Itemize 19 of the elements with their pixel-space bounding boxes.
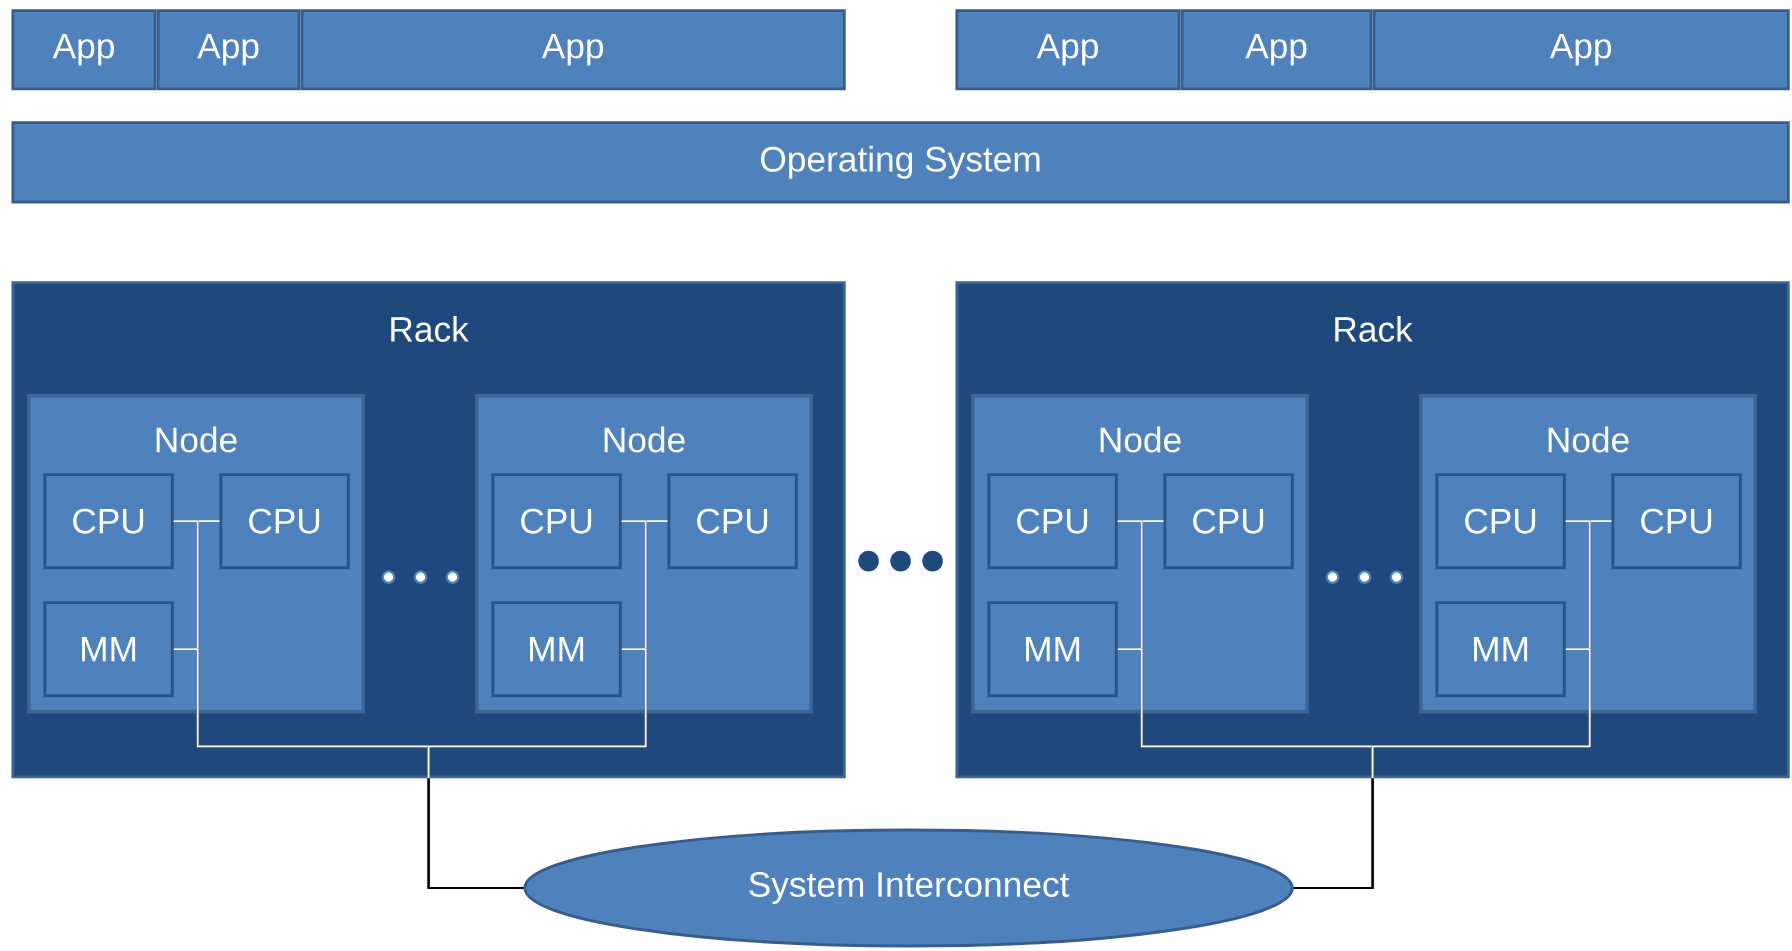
connector-line bbox=[1292, 648, 1591, 889]
component-box: CPU bbox=[1611, 473, 1742, 570]
component-box: CPU bbox=[491, 473, 622, 570]
layer-box: Operating System bbox=[11, 121, 1790, 204]
component-box: MM bbox=[1435, 601, 1566, 698]
component-box: MM bbox=[491, 601, 622, 698]
layer-box: App bbox=[1180, 9, 1373, 91]
layer-box: App bbox=[955, 9, 1181, 91]
component-box: CPU bbox=[987, 473, 1118, 570]
connector-line bbox=[427, 648, 647, 889]
component-box: CPU bbox=[667, 473, 798, 570]
component-box: CPU bbox=[43, 473, 174, 570]
component-box: CPU bbox=[1163, 473, 1294, 570]
component-box: MM bbox=[43, 601, 174, 698]
component-box: CPU bbox=[1435, 473, 1566, 570]
layer-box: App bbox=[156, 9, 301, 91]
layer-box: App bbox=[11, 9, 157, 91]
component-box: CPU bbox=[219, 473, 350, 570]
component-box: MM bbox=[987, 601, 1118, 698]
